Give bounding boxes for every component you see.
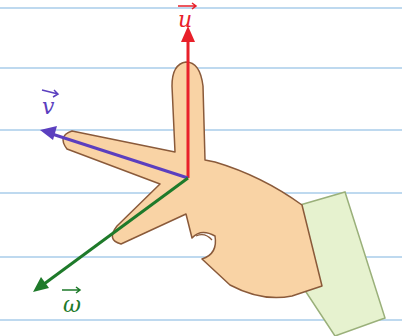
w-vector-mark — [62, 287, 80, 293]
v-arrow — [52, 134, 188, 178]
vector-arrows — [33, 26, 195, 292]
w-arrow — [44, 178, 188, 284]
v-label: v — [42, 96, 54, 118]
label-vector-marks — [42, 3, 196, 293]
u-arrow — [187, 38, 190, 178]
w-arrowhead — [33, 277, 49, 292]
knuckle-line — [196, 235, 212, 240]
v-arrowhead — [40, 126, 57, 140]
w-label: ω — [63, 294, 81, 316]
hand — [63, 62, 322, 298]
u-label: u — [178, 9, 192, 31]
